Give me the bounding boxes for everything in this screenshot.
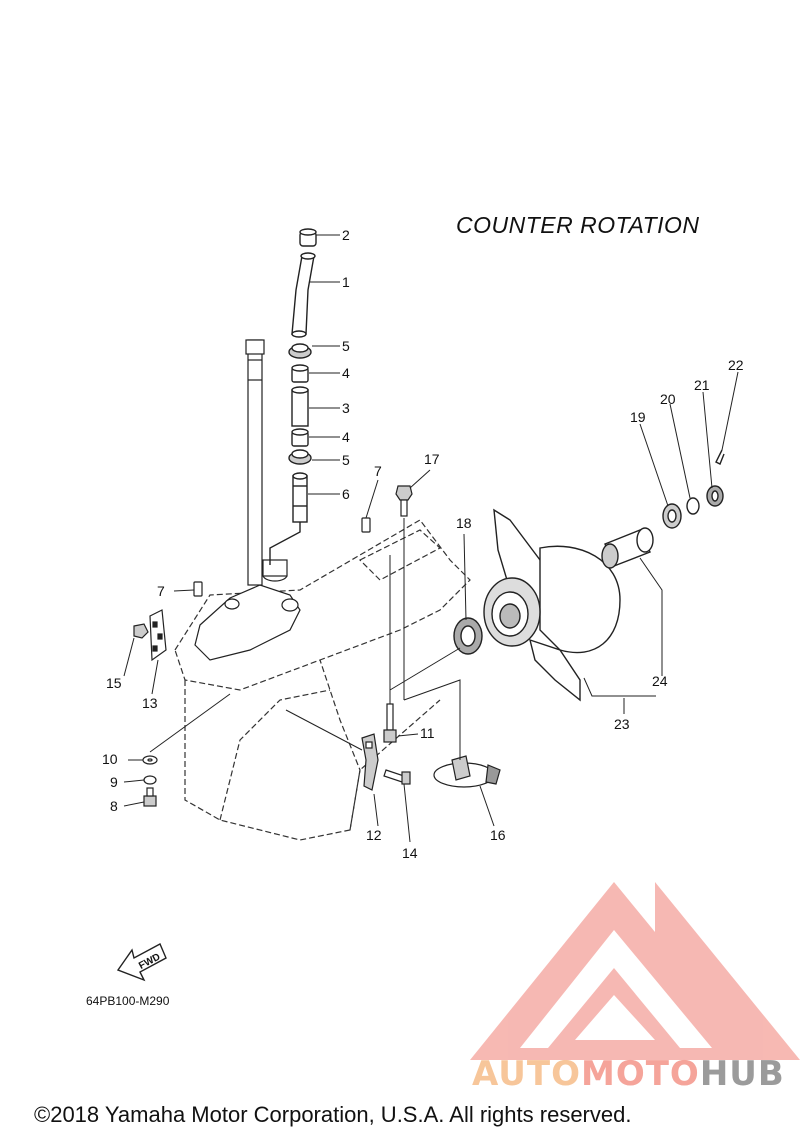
lower-unit-housing — [174, 519, 471, 841]
part-24-spacer — [601, 527, 654, 569]
drive-shaft — [245, 339, 265, 586]
part-14-bolt — [383, 769, 411, 785]
part-6-water-tube-joint — [269, 472, 308, 565]
callout-3: 3 — [342, 400, 350, 416]
part-5-upper-seal — [288, 343, 312, 359]
callout-4-lower: 4 — [342, 429, 350, 445]
watermark-part-auto: AUTO — [472, 1054, 581, 1094]
callout-4-upper: 4 — [342, 365, 350, 381]
part-5-lower-seal — [288, 449, 312, 465]
callout-7-left: 7 — [157, 583, 165, 599]
callout-18: 18 — [456, 515, 472, 531]
part-7-dowel-pin-left — [193, 581, 203, 597]
part-8-bolt — [143, 787, 157, 807]
callout-6: 6 — [342, 486, 350, 502]
callout-23: 23 — [614, 716, 630, 732]
callout-15: 15 — [106, 675, 122, 691]
part-2-grommet — [299, 228, 317, 247]
callout-5-lower: 5 — [342, 452, 350, 468]
watermark-logo-icon — [470, 882, 800, 1060]
part-11-bolt — [383, 703, 397, 743]
callout-8: 8 — [110, 798, 118, 814]
diagram-title: COUNTER ROTATION — [456, 212, 700, 238]
part-17-bolt — [395, 485, 413, 517]
callout-17: 17 — [424, 451, 440, 467]
part-7-dowel-pin-right — [361, 517, 371, 533]
callout-labels: 2 1 5 4 3 4 5 6 7 17 7 18 19 20 21 22 15… — [102, 227, 744, 861]
part-18-thrust-washer — [453, 617, 483, 655]
part-12-anode — [361, 733, 379, 791]
part-9-lock-washer — [143, 775, 157, 785]
part-15-nut — [133, 623, 149, 639]
callout-11: 11 — [420, 725, 435, 741]
callout-1: 1 — [342, 274, 350, 290]
part-10-washer — [142, 755, 158, 765]
callout-16: 16 — [490, 827, 506, 843]
part-22-cotter-pin — [715, 449, 725, 465]
callout-2: 2 — [342, 227, 350, 243]
part-13-trim-tab-bracket — [149, 609, 167, 662]
part-19-washer — [662, 503, 682, 529]
part-20-washer — [686, 497, 700, 515]
callout-12: 12 — [366, 827, 382, 843]
callout-10: 10 — [102, 751, 118, 767]
copyright-notice: ©2018 Yamaha Motor Corporation, U.S.A. A… — [34, 1102, 632, 1127]
watermark-text: AUTOMOTOHUB — [472, 1054, 785, 1094]
watermark-part-hub: HUB — [699, 1054, 785, 1094]
part-1-water-tube — [291, 252, 316, 338]
callout-19: 19 — [630, 409, 646, 425]
callout-24: 24 — [652, 673, 668, 689]
callout-20: 20 — [660, 391, 676, 407]
callout-13: 13 — [142, 695, 158, 711]
fwd-arrow-icon: FWD — [116, 943, 167, 982]
part-3-sleeve — [291, 386, 309, 427]
callout-21: 21 — [694, 377, 710, 393]
callout-9: 9 — [110, 774, 118, 790]
part-4-upper-bushing — [291, 364, 309, 383]
reference-code: 64PB100-M290 — [86, 994, 170, 1008]
callout-5-upper: 5 — [342, 338, 350, 354]
callout-22: 22 — [728, 357, 744, 373]
part-23-propeller — [483, 508, 621, 702]
part-21-nut — [706, 485, 724, 507]
watermark-part-moto: MOTO — [580, 1054, 700, 1094]
callout-7-right: 7 — [374, 463, 382, 479]
part-16-trim-tab — [433, 755, 501, 788]
part-4-lower-bushing — [291, 428, 309, 447]
leader-lines — [123, 234, 739, 843]
callout-14: 14 — [402, 845, 418, 861]
gear-case-top — [194, 559, 301, 661]
